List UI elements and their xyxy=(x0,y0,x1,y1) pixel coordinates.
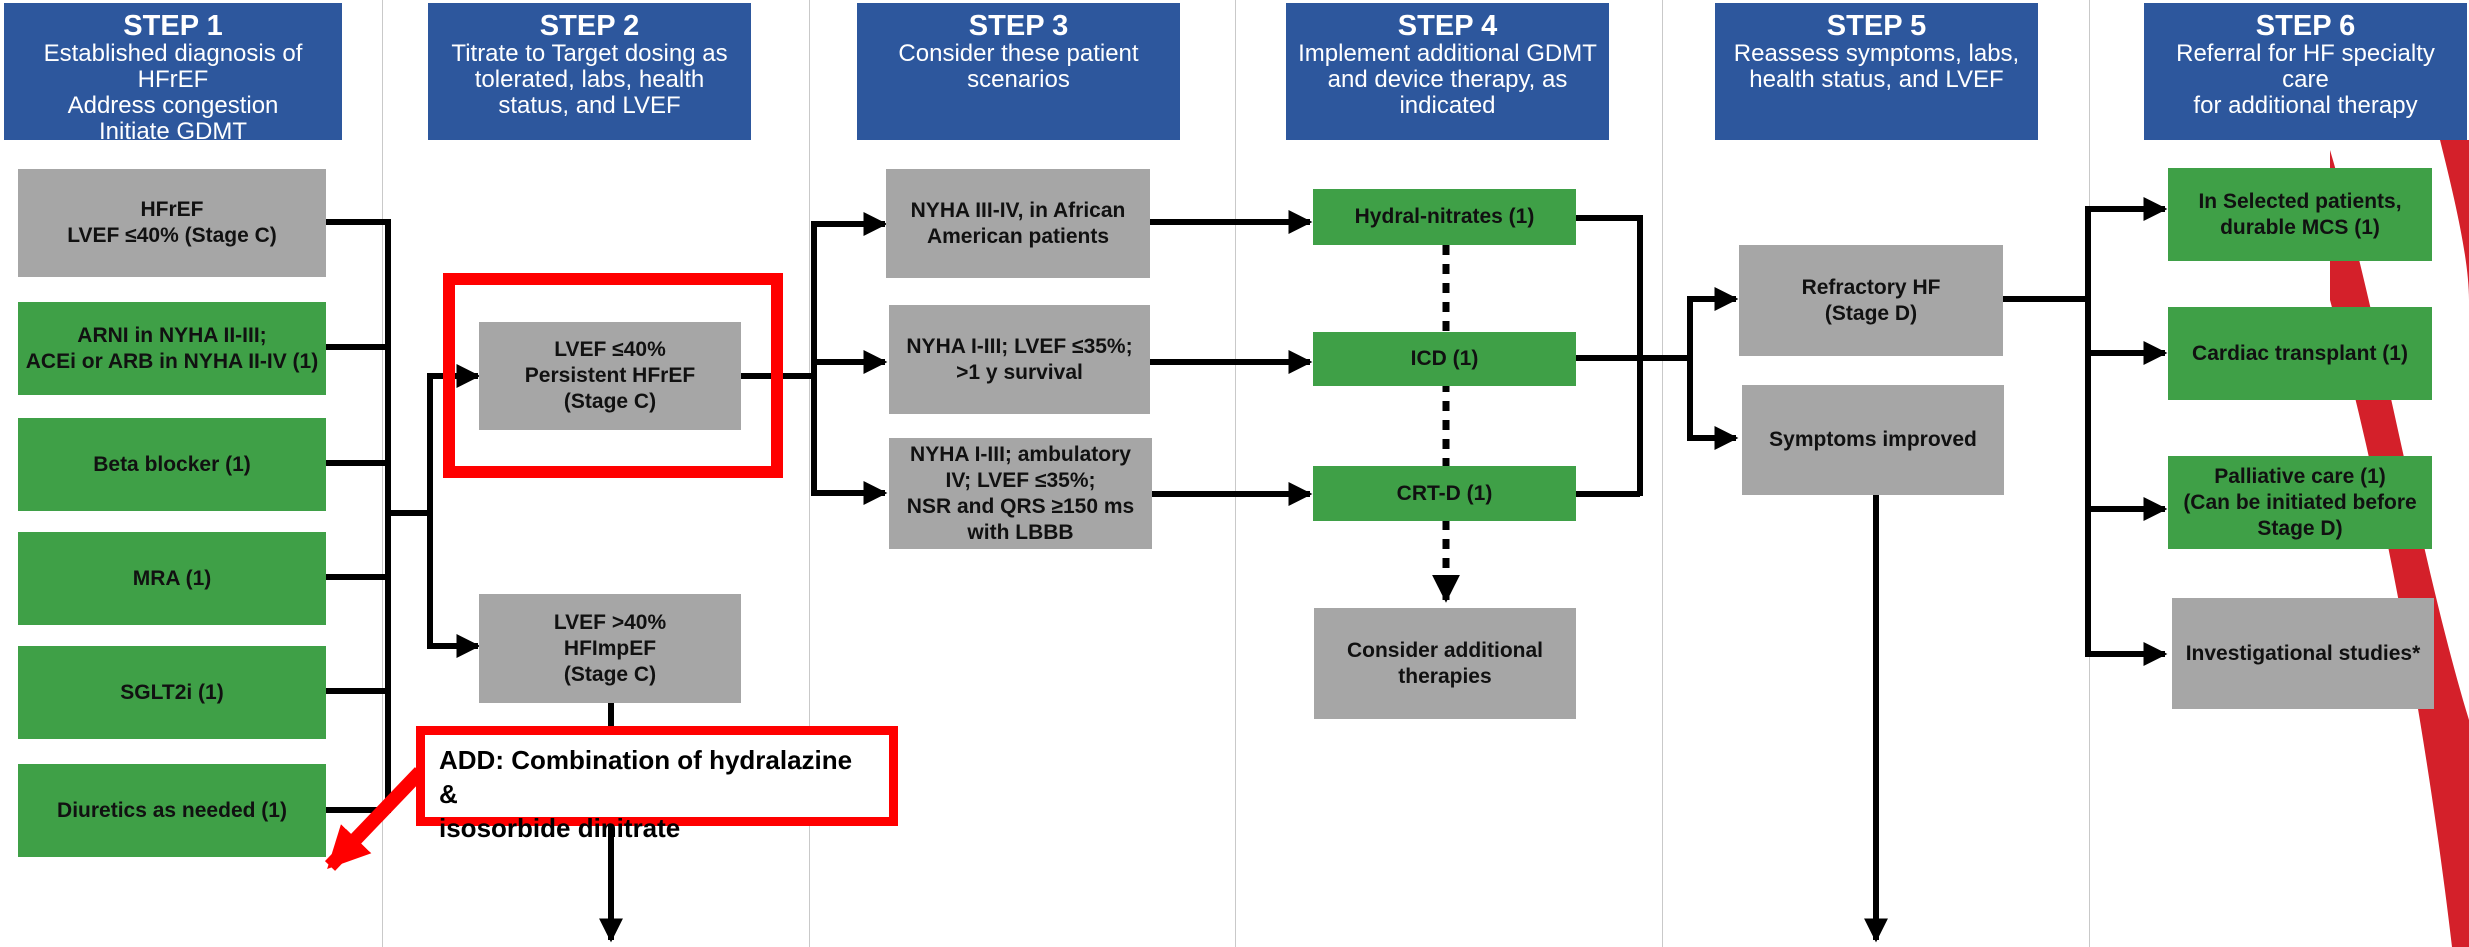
step-3-header: STEP 3 Consider these patient scenarios xyxy=(857,3,1180,140)
step-1-description: Established diagnosis of HFrEF Address c… xyxy=(43,40,303,145)
box-nyha-african-american: NYHA III-IV, in African American patient… xyxy=(886,169,1150,278)
column-divider xyxy=(1662,0,1663,947)
column-divider xyxy=(1235,0,1236,947)
box-hfimpef: LVEF >40% HFImpEF (Stage C) xyxy=(479,594,741,703)
step-3-label: STEP 3 xyxy=(968,10,1069,42)
box-persistent-hfref: LVEF ≤40% Persistent HFrEF (Stage C) xyxy=(479,322,741,430)
box-durable-mcs: In Selected patients, durable MCS (1) xyxy=(2168,168,2432,261)
step-6-description: Referral for HF specialty care for addit… xyxy=(2176,40,2435,119)
box-cardiac-transplant: Cardiac transplant (1) xyxy=(2168,307,2432,400)
step-5-header: STEP 5 Reassess symptoms, labs, health s… xyxy=(1715,3,2038,140)
step-5-label: STEP 5 xyxy=(1826,10,1927,42)
box-sglt2i: SGLT2i (1) xyxy=(18,646,326,739)
step-6-label: STEP 6 xyxy=(2255,10,2356,42)
step-2-header: STEP 2 Titrate to Target dosing as toler… xyxy=(428,3,751,140)
column-divider xyxy=(382,0,383,947)
step-2-description: Titrate to Target dosing as tolerated, l… xyxy=(451,40,728,119)
step-1-label: STEP 1 xyxy=(123,10,223,42)
column-divider xyxy=(809,0,810,947)
box-crt-d: CRT-D (1) xyxy=(1313,466,1576,521)
box-hydral-nitrates: Hydral-nitrates (1) xyxy=(1313,189,1576,245)
box-arni: ARNI in NYHA II-III; ACEi or ARB in NYHA… xyxy=(18,302,326,395)
box-mra: MRA (1) xyxy=(18,532,326,625)
step-4-header: STEP 4 Implement additional GDMT and dev… xyxy=(1286,3,1609,140)
box-symptoms-improved: Symptoms improved xyxy=(1742,385,2004,495)
box-nyha-icd: NYHA I-III; LVEF ≤35%; >1 y survival xyxy=(889,305,1150,414)
box-diuretics: Diuretics as needed (1) xyxy=(18,764,326,857)
annotation-add-hydralazine: ADD: Combination of hydralazine & isosor… xyxy=(416,726,898,843)
step-3-description: Consider these patient scenarios xyxy=(898,40,1139,93)
highlight-frame xyxy=(443,273,783,478)
box-beta-blocker: Beta blocker (1) xyxy=(18,418,326,511)
box-hfref: HFrEF LVEF ≤40% (Stage C) xyxy=(18,169,326,277)
step-5-description: Reassess symptoms, labs, health status, … xyxy=(1733,40,2020,93)
step-6-header: STEP 6 Referral for HF specialty care fo… xyxy=(2144,3,2467,140)
box-investigational-studies: Investigational studies* xyxy=(2172,598,2434,709)
box-refractory-hf: Refractory HF (Stage D) xyxy=(1739,245,2003,356)
step-1-header: STEP 1 Established diagnosis of HFrEF Ad… xyxy=(4,3,342,145)
box-icd: ICD (1) xyxy=(1313,332,1576,386)
step-4-label: STEP 4 xyxy=(1397,10,1498,42)
box-nyha-crt: NYHA I-III; ambulatory IV; LVEF ≤35%; NS… xyxy=(889,438,1152,549)
step-4-description: Implement additional GDMT and device the… xyxy=(1298,40,1597,119)
box-consider-additional: Consider additional therapies xyxy=(1314,608,1576,719)
box-palliative-care: Palliative care (1) (Can be initiated be… xyxy=(2168,456,2432,549)
step-2-label: STEP 2 xyxy=(539,10,640,42)
